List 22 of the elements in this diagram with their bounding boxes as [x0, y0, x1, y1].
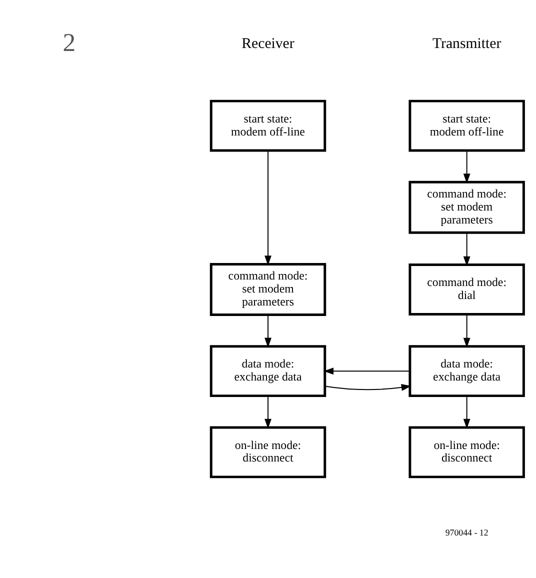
- node-box: on-line mode: disconnect: [408, 426, 525, 478]
- node-box: command mode: set modem parameters: [408, 180, 525, 234]
- label: 2: [62, 28, 76, 57]
- label: Receiver: [242, 36, 294, 52]
- node-box: data mode: exchange data: [408, 345, 525, 398]
- node-box: on-line mode: disconnect: [210, 426, 326, 478]
- label: Transmitter: [432, 36, 502, 52]
- arrow: [264, 150, 272, 266]
- arrow: [463, 314, 470, 348]
- arrow: [324, 384, 412, 391]
- arrow: [463, 150, 470, 184]
- node-box: start state: modem off-line: [408, 100, 525, 152]
- arrow: [264, 395, 272, 429]
- label: 970044 - 12: [445, 527, 488, 538]
- arrow: [264, 314, 272, 348]
- arrow: [324, 368, 410, 375]
- arrow: [463, 232, 470, 266]
- node-box: start state: modem off-line: [210, 100, 326, 152]
- node-box: command mode: set modem parameters: [210, 263, 326, 316]
- arrow: [463, 395, 470, 429]
- node-box: command mode: dial: [408, 264, 525, 316]
- node-box: data mode: exchange data: [210, 345, 326, 398]
